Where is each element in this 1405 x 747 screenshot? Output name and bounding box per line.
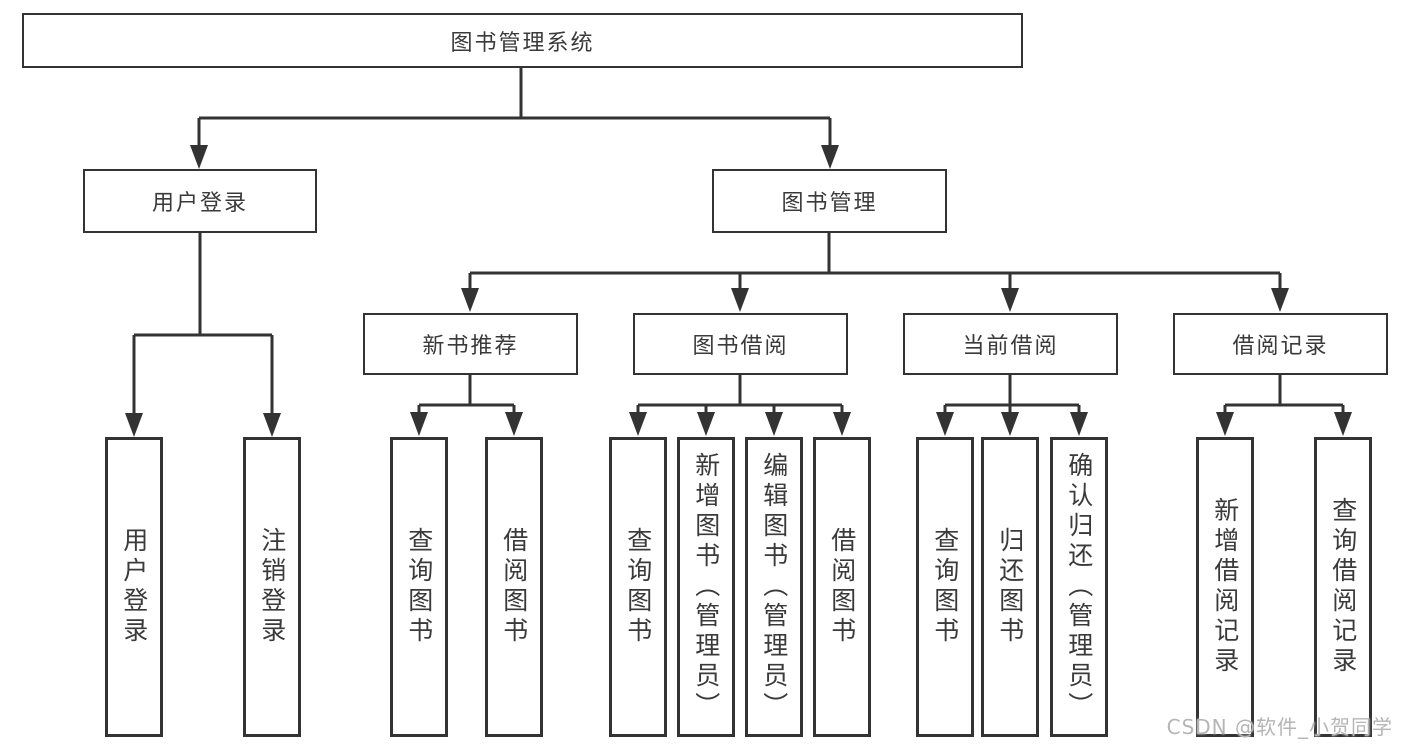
leaf-cb-query-books-label: 查询图书: [930, 527, 960, 647]
leaf-br-query-record-label: 查询借阅记录: [1328, 497, 1358, 677]
leaf-bb-query-books-label: 查询图书: [623, 527, 653, 647]
node-book-management: 图书管理: [712, 169, 947, 233]
node-root: 图书管理系统: [22, 13, 1023, 68]
leaf-nb-borrow-books: 借阅图书: [485, 437, 543, 737]
node-borrowing-records: 借阅记录: [1173, 313, 1388, 375]
csdn-watermark: CSDN @软件_小贺同学: [1166, 715, 1393, 739]
leaf-logout-label: 注销登录: [257, 527, 287, 647]
leaf-cb-return-books-label: 归还图书: [995, 527, 1025, 647]
leaf-user-login-label: 用户登录: [119, 527, 149, 647]
node-book-borrowing: 图书借阅: [633, 313, 848, 375]
arrowhead-icons: [125, 145, 1352, 437]
leaf-cb-confirm-return-admin: 确认归还（管理员）: [1050, 437, 1108, 737]
leaf-br-query-record: 查询借阅记录: [1314, 437, 1372, 737]
node-current-borrowing: 当前借阅: [903, 313, 1118, 375]
leaf-bb-edit-book-admin: 编辑图书（管理员）: [745, 437, 803, 737]
leaf-bb-edit-book-admin-label: 编辑图书（管理员）: [759, 452, 789, 722]
node-user-login: 用户登录: [83, 169, 317, 233]
connector-paths: [132, 68, 1345, 416]
leaf-nb-query-books-label: 查询图书: [404, 527, 434, 647]
leaf-bb-add-book-admin-label: 新增图书（管理员）: [691, 452, 721, 722]
leaf-nb-borrow-books-label: 借阅图书: [499, 527, 529, 647]
leaf-cb-confirm-return-admin-label: 确认归还（管理员）: [1064, 452, 1094, 722]
leaf-user-login: 用户登录: [105, 437, 163, 737]
leaf-br-add-record-label: 新增借阅记录: [1210, 497, 1240, 677]
leaf-cb-return-books: 归还图书: [981, 437, 1039, 737]
leaf-bb-borrow-books: 借阅图书: [813, 437, 871, 737]
leaf-bb-add-book-admin: 新增图书（管理员）: [677, 437, 735, 737]
leaf-bb-query-books: 查询图书: [609, 437, 667, 737]
leaf-bb-borrow-books-label: 借阅图书: [827, 527, 857, 647]
leaf-cb-query-books: 查询图书: [916, 437, 974, 737]
leaf-logout: 注销登录: [243, 437, 301, 737]
leaf-br-add-record: 新增借阅记录: [1196, 437, 1254, 737]
leaf-nb-query-books: 查询图书: [390, 437, 448, 737]
node-new-book-recommend: 新书推荐: [363, 313, 578, 375]
